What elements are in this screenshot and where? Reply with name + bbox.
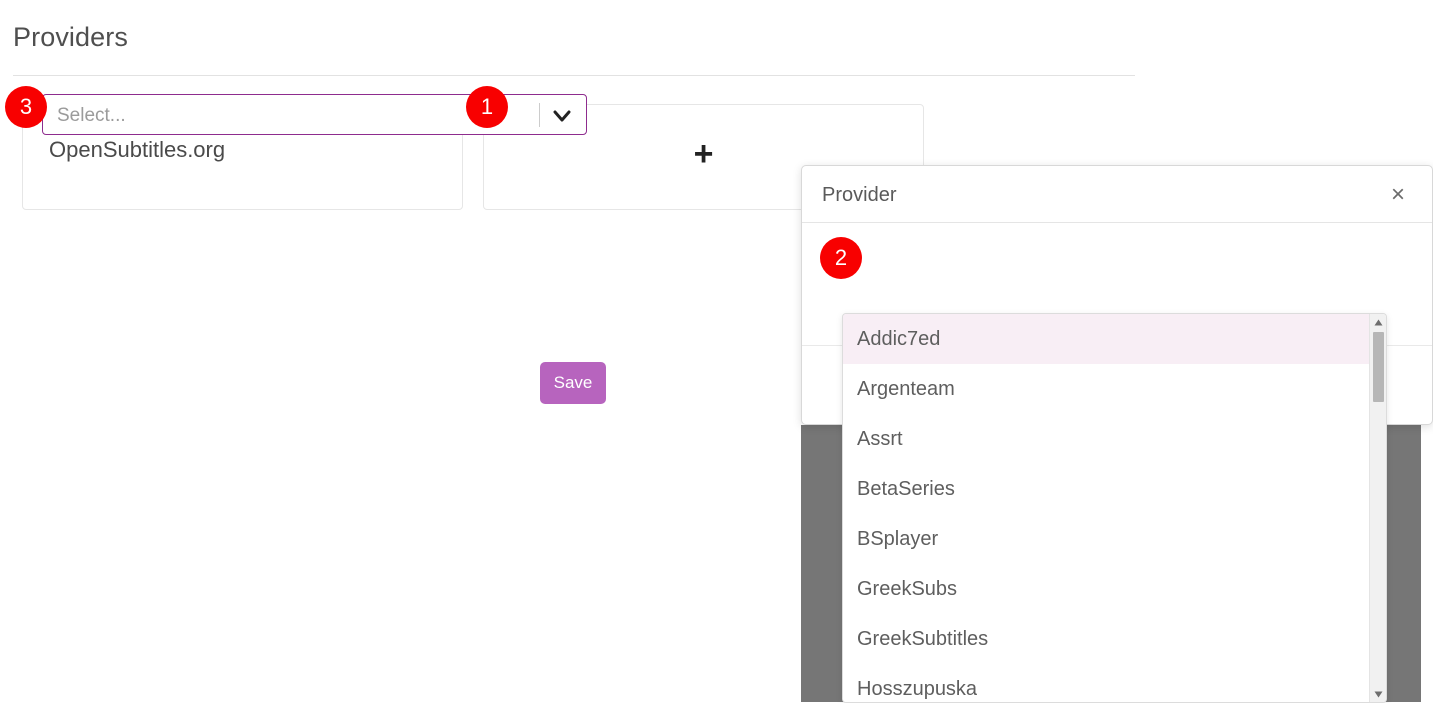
provider-dropdown-list[interactable]: Addic7ed Argenteam Assrt BetaSeries BSpl… (843, 314, 1369, 702)
provider-dropdown-menu[interactable]: Addic7ed Argenteam Assrt BetaSeries BSpl… (842, 313, 1387, 703)
annotation-badge-1: 1 (466, 86, 508, 128)
dropdown-option[interactable]: GreekSubtitles (843, 614, 1369, 664)
modal-header: Provider × (802, 166, 1432, 223)
dropdown-scrollbar[interactable] (1369, 314, 1386, 702)
dropdown-option[interactable]: BSplayer (843, 514, 1369, 564)
provider-card-label: OpenSubtitles.org (49, 137, 226, 162)
dropdown-option[interactable]: Addic7ed (843, 314, 1369, 364)
dropdown-option[interactable]: Hosszupuska (843, 664, 1369, 702)
dropdown-option[interactable]: Assrt (843, 414, 1369, 464)
chevron-down-icon[interactable] (550, 105, 574, 127)
scroll-up-arrow-icon[interactable] (1370, 314, 1386, 330)
dropdown-option[interactable]: GreekSubs (843, 564, 1369, 614)
close-icon[interactable]: × (1385, 182, 1411, 208)
dropdown-option[interactable]: BetaSeries (843, 464, 1369, 514)
page-title: Providers (13, 22, 128, 52)
modal-title: Provider (822, 184, 897, 206)
annotation-badge-3: 3 (5, 86, 47, 128)
annotation-badge-2: 2 (820, 237, 862, 279)
plus-icon: + (693, 135, 714, 173)
dropdown-scrollbar-thumb[interactable] (1373, 332, 1384, 402)
dropdown-option[interactable]: Argenteam (843, 364, 1369, 414)
provider-select-placeholder: Select... (57, 105, 126, 126)
scroll-down-arrow-icon[interactable] (1370, 686, 1386, 702)
select-separator (539, 103, 540, 127)
title-divider (13, 75, 1135, 76)
modal-submit-button[interactable]: Save (540, 362, 606, 404)
